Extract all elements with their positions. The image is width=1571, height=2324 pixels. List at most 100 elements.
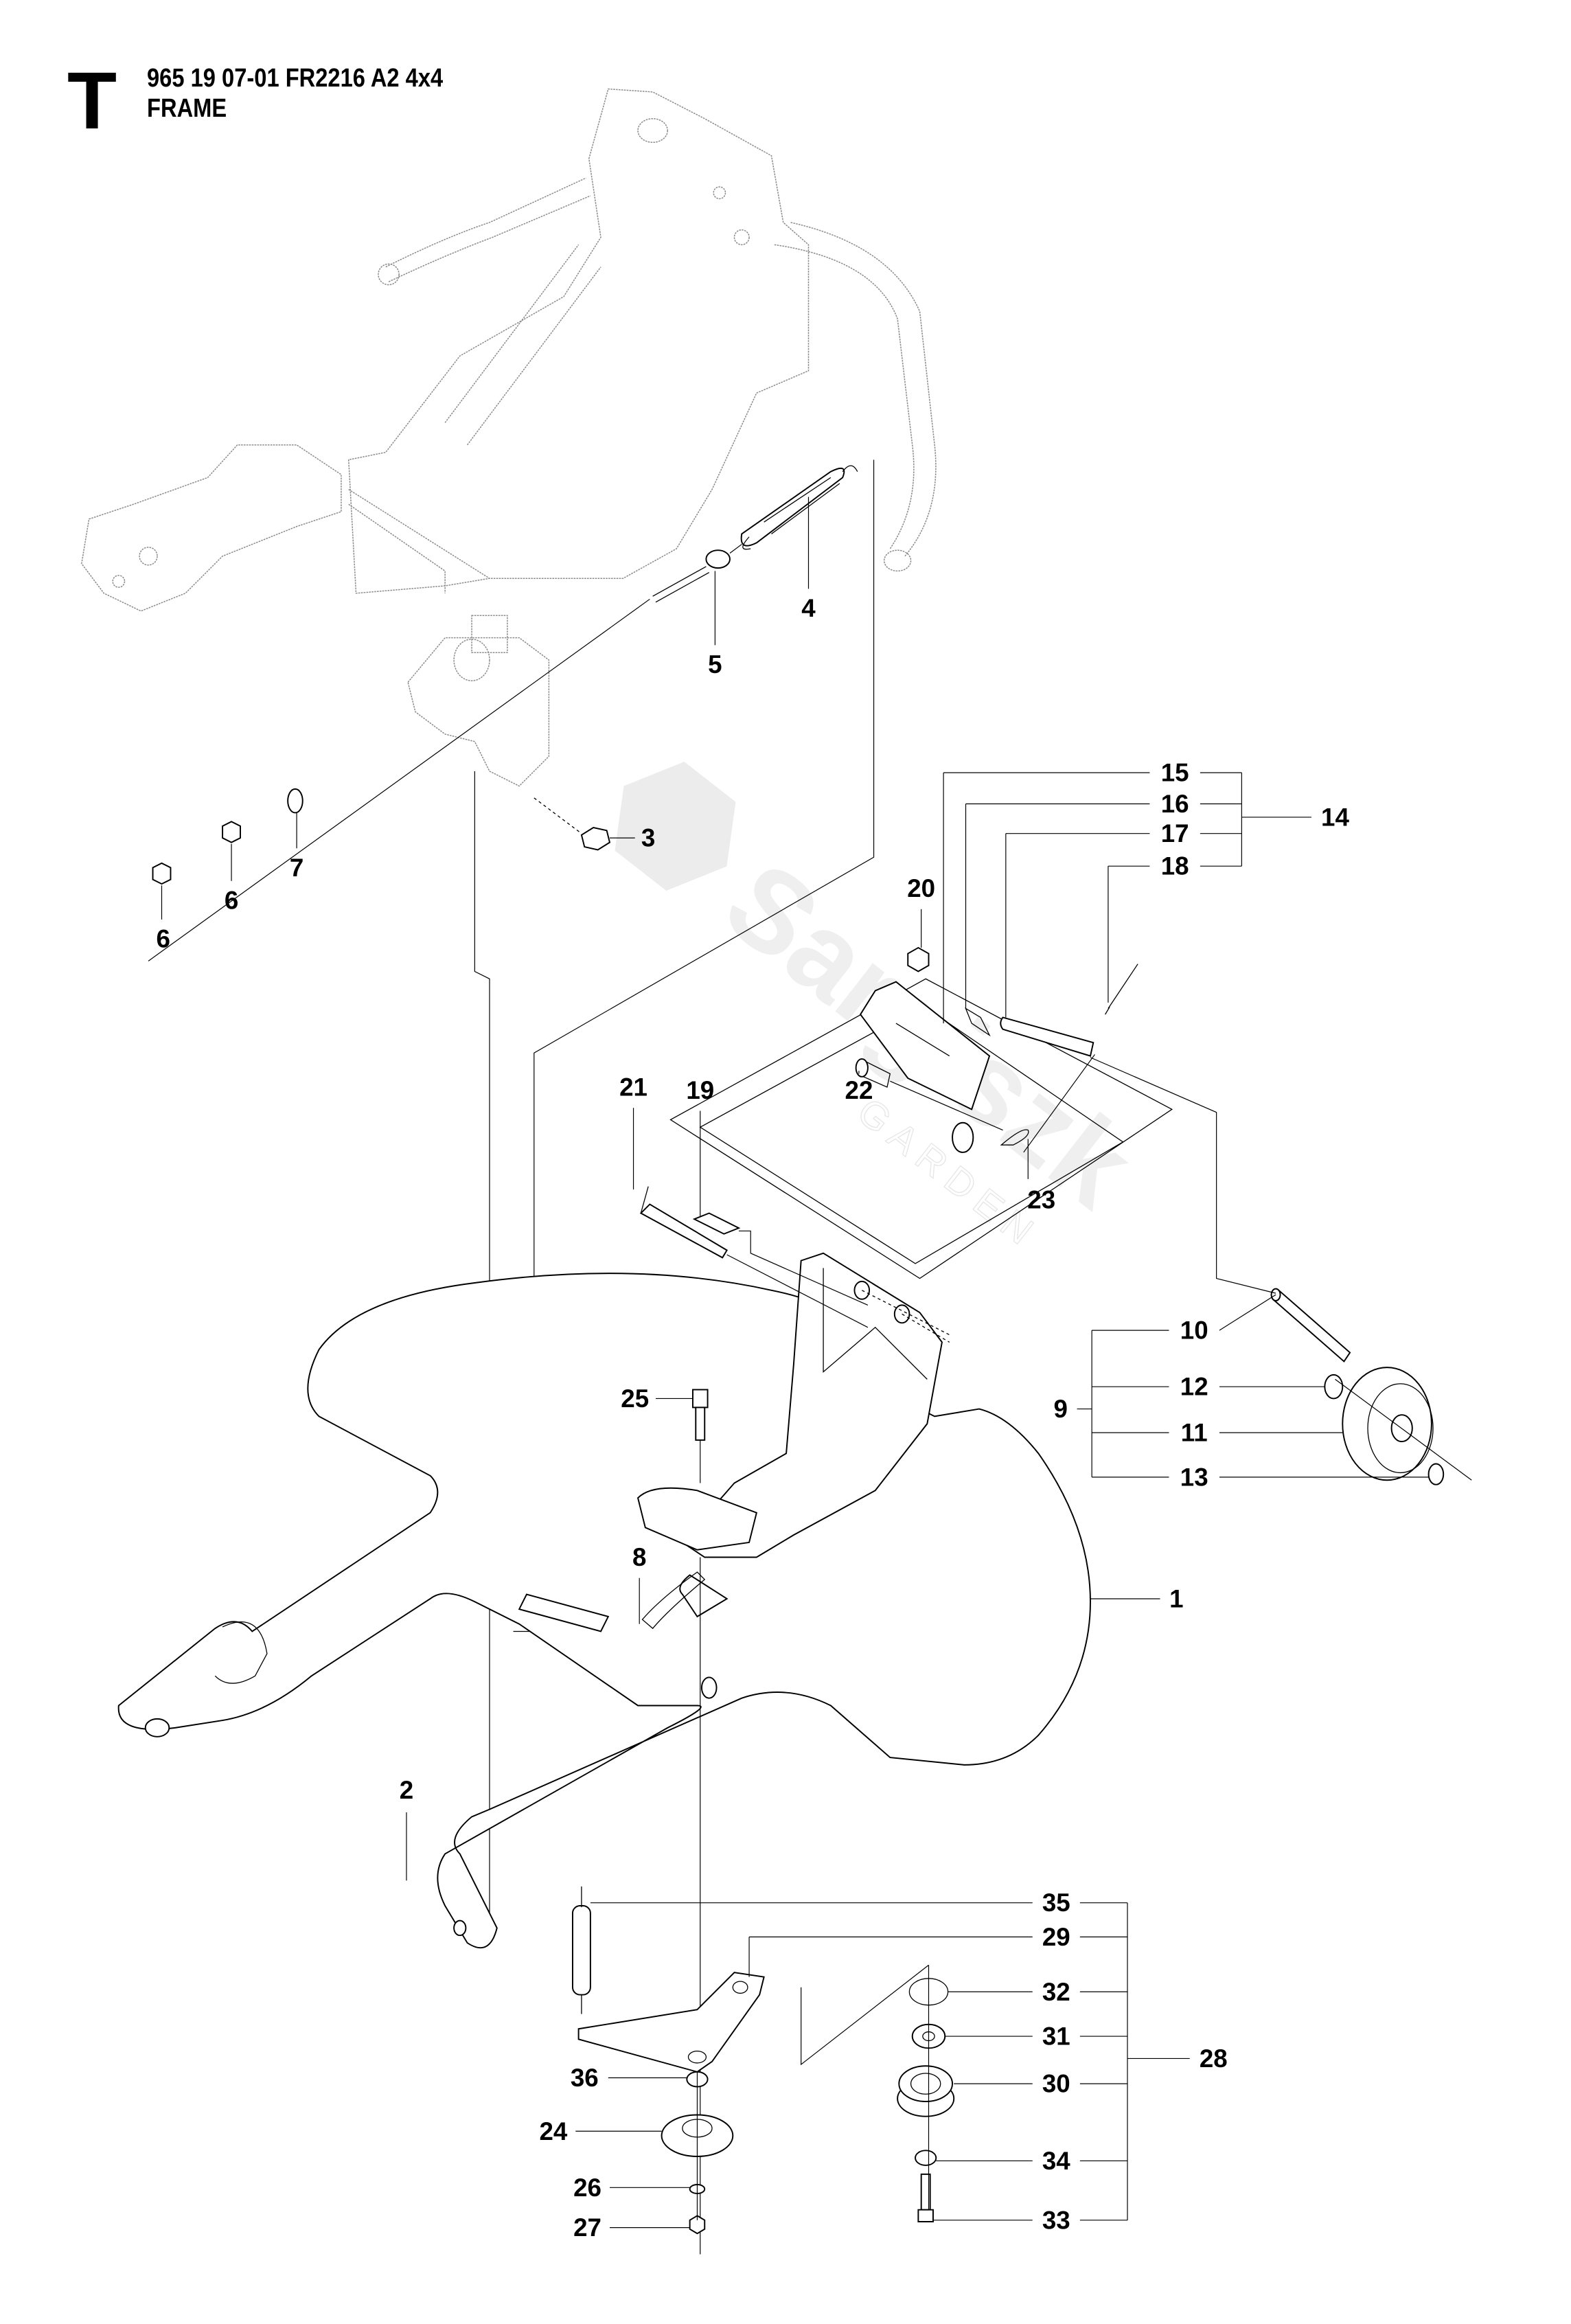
callout-19: 19	[686, 1076, 714, 1216]
callout-33: 33	[932, 2206, 1128, 2234]
callout-21: 21	[619, 1073, 647, 1189]
spring-35	[571, 1886, 591, 2014]
callout-label: 31	[1042, 2023, 1070, 2051]
callout-13: 13	[1092, 1463, 1429, 1491]
watermark: Sargiszk GARDEN	[615, 762, 1157, 1258]
clip-16	[965, 1007, 991, 1037]
callout-label: 10	[1180, 1317, 1208, 1345]
callout-label: 32	[1042, 1978, 1070, 2006]
callout-label: 34	[1042, 2147, 1070, 2175]
callout-12: 12	[1092, 1373, 1325, 1401]
callout-14: 14	[1241, 803, 1349, 831]
nut-20	[907, 946, 930, 972]
callout-label: 24	[539, 2117, 567, 2145]
model-number: 965 19 07-01 FR2216 A2 4x4	[147, 64, 444, 93]
callout-4: 4	[801, 497, 816, 622]
rod-17	[1000, 1016, 1094, 1057]
callout-label: 20	[907, 874, 935, 902]
callout-label: 16	[1161, 790, 1189, 818]
callout-label: 19	[686, 1076, 714, 1104]
callout-22: 22	[845, 1071, 873, 1104]
eclip-13	[1427, 1463, 1445, 1485]
callout-label: 12	[1180, 1373, 1208, 1401]
nut-6a	[152, 862, 172, 885]
callout-23: 23	[1027, 1139, 1055, 1214]
bracket-frame-upper	[513, 459, 875, 1632]
callout-label: 27	[573, 2213, 601, 2242]
callout-label: 29	[1042, 1923, 1070, 1951]
callout-label: 5	[708, 650, 722, 679]
callout-31: 31	[945, 2023, 1128, 2051]
bolt-33	[917, 2173, 934, 2222]
callout-label: 8	[632, 1543, 646, 1571]
callout-label: 18	[1161, 852, 1189, 880]
assembly-name: FRAME	[147, 94, 227, 123]
callout-20: 20	[907, 874, 935, 948]
callout-35: 35	[590, 1889, 1128, 1917]
callout-label: 15	[1161, 759, 1189, 787]
callout-16: 16	[965, 790, 1242, 1009]
callout-label: 7	[290, 854, 303, 882]
hairpin-23	[1000, 1129, 1029, 1146]
idler-arm-29	[577, 1972, 765, 2073]
callout-10: 10	[1092, 1294, 1276, 1345]
callout-30: 30	[954, 2070, 1128, 2098]
callout-label: 21	[619, 1073, 647, 1101]
callout-label: 26	[573, 2174, 601, 2202]
callout-26: 26	[573, 2174, 690, 2202]
diagram-title: 965 19 07-01 FR2216 A2 4x4 FRAME	[147, 63, 443, 124]
watermark-logo-icon	[615, 762, 736, 891]
main-frame-1	[117, 1273, 1091, 1949]
nut-3	[580, 826, 611, 851]
bolt-19	[692, 1212, 741, 1235]
callout-6: 6	[225, 843, 238, 914]
pulley-30	[897, 2065, 955, 2117]
washer-12	[1324, 1374, 1344, 1400]
hairpin-8	[641, 1571, 706, 1630]
callout-label: 13	[1180, 1463, 1208, 1491]
callout-label: 25	[621, 1385, 649, 1413]
callout-label: 22	[845, 1076, 873, 1104]
callout-6: 6	[156, 885, 170, 953]
callout-11: 11	[1092, 1419, 1343, 1447]
callout-18: 18	[1108, 852, 1242, 1003]
callout-label: 36	[571, 2064, 599, 2092]
callout-label: 2	[400, 1776, 413, 1804]
rod-21	[639, 1186, 728, 1259]
pin-18	[1105, 964, 1138, 1015]
callout-25: 25	[621, 1385, 693, 1413]
callout-5: 5	[708, 571, 722, 679]
callout-label: 23	[1027, 1186, 1055, 1214]
callout-17: 17	[1005, 819, 1242, 1018]
callout-label: 3	[641, 824, 655, 852]
spring-4	[740, 465, 858, 550]
nut-6b	[222, 821, 241, 843]
callout-label: 9	[1054, 1395, 1068, 1423]
callout-label: 14	[1321, 803, 1349, 831]
callout-label: 33	[1042, 2206, 1070, 2234]
wheel-11	[1342, 1367, 1434, 1481]
turnbuckle-5	[652, 549, 731, 603]
callout-label: 11	[1181, 1419, 1208, 1447]
callout-32: 32	[948, 1978, 1128, 2006]
callout-label: 17	[1161, 819, 1189, 847]
lever-plate-assembly	[669, 978, 1173, 1279]
pedal-bracket	[637, 1252, 943, 1558]
callout-label: 1	[1169, 1584, 1183, 1613]
callout-label: 35	[1042, 1889, 1070, 1917]
callout-label: 30	[1042, 2070, 1070, 2098]
callout-36: 36	[571, 2064, 687, 2092]
callout-label: 6	[225, 886, 238, 914]
axle-10	[1270, 1288, 1351, 1363]
callout-9: 9	[1054, 1395, 1092, 1423]
callout-27: 27	[573, 2213, 690, 2242]
callout-34: 34	[936, 2147, 1128, 2175]
upper-frame-ghost	[81, 88, 937, 787]
callout-15: 15	[943, 759, 1242, 1024]
callout-label: 6	[156, 924, 170, 953]
washer-7	[287, 788, 303, 814]
callout-3: 3	[609, 824, 655, 852]
callout-8: 8	[632, 1543, 646, 1624]
